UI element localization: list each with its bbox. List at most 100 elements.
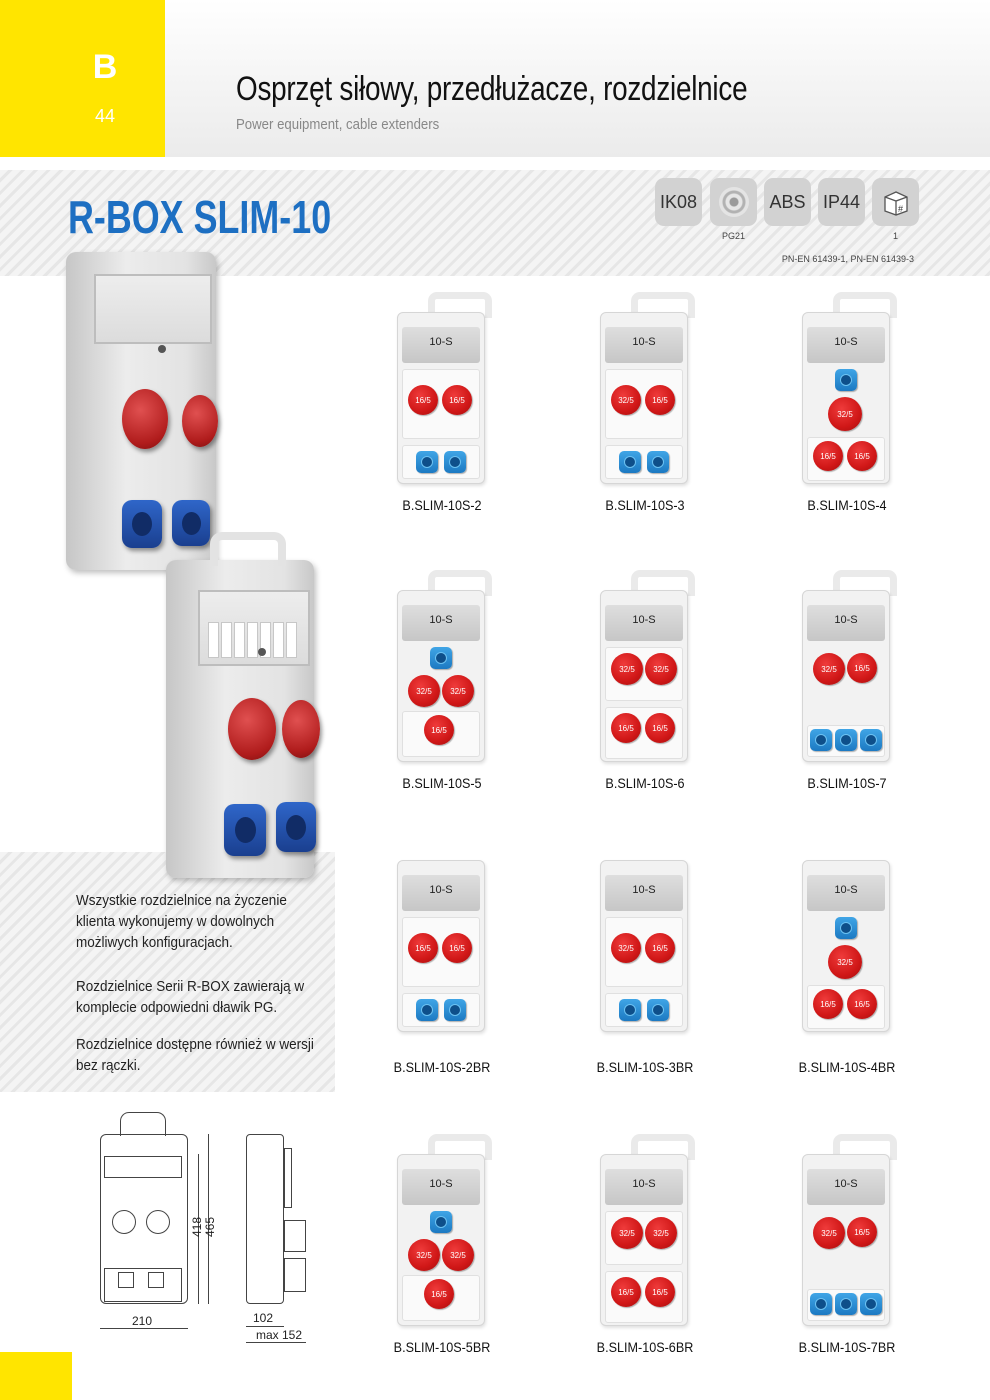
cable-gland-icon: [710, 178, 757, 226]
blue-socket-icon: [444, 999, 466, 1021]
handle-icon: [428, 570, 492, 596]
section-tab: [0, 0, 165, 157]
footer-tab: [0, 1352, 72, 1400]
socket-rating: 32/5: [450, 686, 466, 696]
info-paragraph-2: Rozdzielnice Serii R-BOX zawierają w kom…: [76, 978, 305, 1016]
model-code: B.SLIM-10S-7BR: [798, 1339, 896, 1355]
distribution-box: 10-S 32/5 16/5: [600, 312, 688, 484]
info-paragraph-1: Wszystkie rozdzielnice na życzenie klien…: [76, 892, 287, 951]
socket-rating: 32/5: [821, 1228, 837, 1238]
socket-rating: 32/5: [837, 409, 853, 419]
window-label: 10-S: [834, 614, 858, 626]
dim-max-depth: max 152: [256, 1328, 303, 1342]
red-socket-icon: 32/5: [611, 385, 641, 415]
window-label: 10-S: [834, 336, 858, 348]
socket-rating: 32/5: [653, 664, 669, 674]
breaker-window: 10-S: [807, 1169, 885, 1205]
distribution-box: 10-S 32/5 16/5 16/5: [802, 860, 890, 1032]
blue-socket-icon: [416, 999, 438, 1021]
window-label: 10-S: [834, 884, 858, 896]
dim-depth: 102: [253, 1311, 274, 1325]
technical-drawing: 418 465 210 102 max 152: [90, 1108, 320, 1348]
model-code: B.SLIM-10S-6BR: [596, 1339, 694, 1355]
blue-socket-icon: [835, 917, 857, 939]
red-socket-icon: 32/5: [611, 933, 641, 963]
handle-icon: [833, 1134, 897, 1160]
socket-rating: 16/5: [652, 1287, 668, 1297]
product-photo-back: [66, 252, 218, 570]
red-socket-icon: 16/5: [645, 1277, 675, 1307]
handle-icon: [631, 1134, 695, 1160]
socket-rating: 32/5: [416, 686, 432, 696]
socket-rating: 32/5: [821, 664, 837, 674]
breaker-window: 10-S: [605, 605, 683, 641]
red-socket-icon: 32/5: [611, 1217, 643, 1249]
red-socket-icon: 16/5: [408, 385, 438, 415]
socket-rating: 16/5: [820, 999, 836, 1009]
header-band: [0, 0, 990, 157]
model-code: B.SLIM-10S-6: [605, 775, 685, 791]
socket-rating: 32/5: [416, 1250, 432, 1260]
window-label: 10-S: [429, 336, 453, 348]
blue-socket-icon: [810, 1293, 832, 1315]
red-socket-icon: 16/5: [847, 989, 877, 1019]
model-code: B.SLIM-10S-5BR: [393, 1339, 491, 1355]
model-code: B.SLIM-10S-3BR: [596, 1059, 694, 1075]
handle-icon: [833, 292, 897, 318]
red-socket-icon: 16/5: [442, 385, 472, 415]
socket-rating: 32/5: [619, 1228, 635, 1238]
socket-rating: 32/5: [618, 943, 634, 953]
blue-socket-icon: [810, 729, 832, 751]
blue-socket-icon: [835, 369, 857, 391]
blue-socket-icon: [430, 1211, 452, 1233]
socket-rating: 16/5: [820, 451, 836, 461]
dim-height: 465: [203, 1216, 218, 1238]
dim-inner-height: 418: [190, 1216, 205, 1238]
section-letter: B: [92, 48, 118, 86]
red-socket-icon: 32/5: [828, 945, 862, 979]
socket-rating: 16/5: [652, 395, 668, 405]
socket-rating: 16/5: [449, 395, 465, 405]
model-code: B.SLIM-10S-4: [807, 497, 887, 513]
blue-socket-icon: [430, 647, 452, 669]
page-title: Osprzęt siłowy, przedłużacze, rozdzielni…: [236, 70, 748, 108]
product-photo-front: [166, 532, 320, 878]
breaker-window: 10-S: [807, 605, 885, 641]
model-code: B.SLIM-10S-7: [807, 775, 887, 791]
red-socket-icon: 16/5: [645, 385, 675, 415]
window-label: 10-S: [429, 614, 453, 626]
socket-rating: 32/5: [619, 664, 635, 674]
breaker-window: 10-S: [605, 327, 683, 363]
window-label: 10-S: [632, 1178, 656, 1190]
red-socket-icon: 16/5: [847, 1217, 877, 1247]
socket-rating: 16/5: [618, 723, 634, 733]
red-socket-icon: 16/5: [813, 989, 843, 1019]
socket-rating: 16/5: [652, 943, 668, 953]
breaker-window: 10-S: [402, 875, 480, 911]
red-socket-icon: 32/5: [828, 397, 862, 431]
socket-rating: 16/5: [431, 725, 447, 735]
blue-socket-icon: [835, 729, 857, 751]
hatch-band-info: [0, 852, 335, 1092]
page-subtitle: Power equipment, cable extenders: [236, 116, 440, 133]
socket-rating: 16/5: [854, 1227, 870, 1237]
red-socket-icon: 32/5: [442, 1239, 474, 1271]
red-socket-icon: 32/5: [813, 1217, 845, 1249]
red-socket-icon: 16/5: [645, 933, 675, 963]
red-socket-icon: 16/5: [645, 713, 675, 743]
red-socket-icon: 32/5: [645, 653, 677, 685]
distribution-box: 10-S 32/5 16/5: [802, 1154, 890, 1326]
blue-socket-icon: [444, 451, 466, 473]
product-title: R-BOX SLIM-10: [68, 191, 332, 243]
